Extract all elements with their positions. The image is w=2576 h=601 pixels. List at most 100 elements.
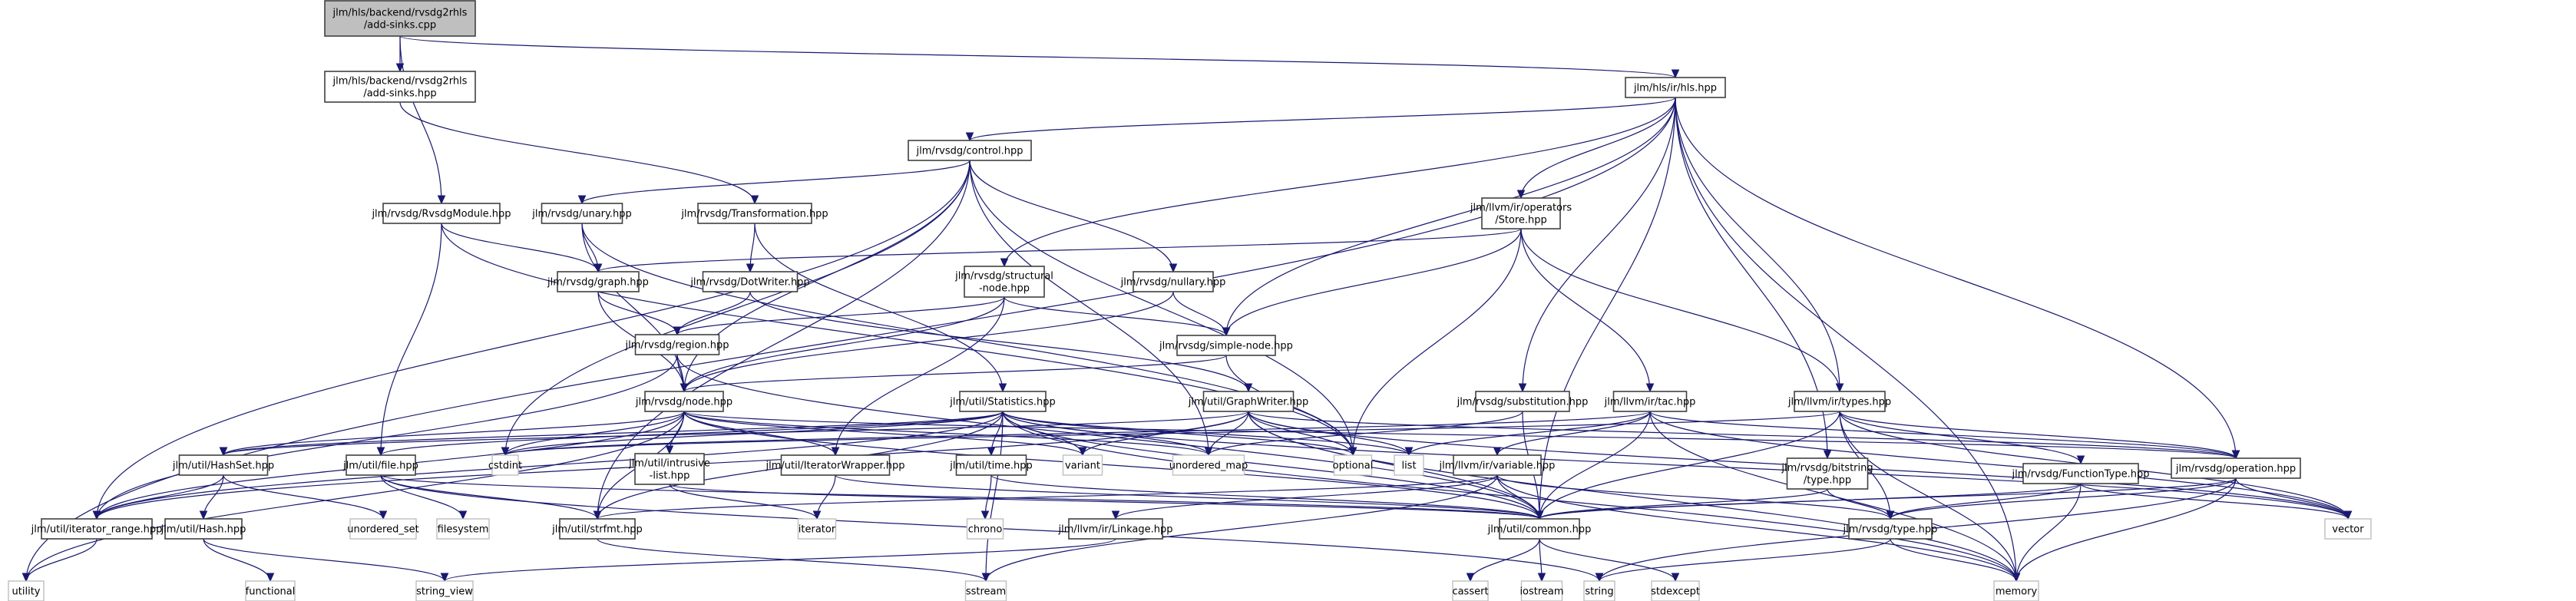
- file-node[interactable]: jlm/rvsdg/graph.hpp: [547, 271, 649, 292]
- edge-addsinks_h-to-transformation: [399, 101, 756, 204]
- file-node[interactable]: jlm/rvsdg/operation.hpp: [2171, 457, 2301, 479]
- node-label: stdexcept: [1651, 586, 1700, 598]
- file-node[interactable]: jlm/rvsdg/Transformation.hpp: [680, 203, 828, 224]
- file-node[interactable]: jlm/llvm/ir/types.hpp: [1787, 391, 1891, 412]
- node-box: [702, 271, 799, 292]
- edge-statistics-to-list: [1002, 411, 1410, 456]
- edge-tac-to-variable: [1496, 411, 1651, 456]
- file-node[interactable]: jlm/hls/ir/hls.hpp: [1625, 77, 1726, 98]
- edge-hls-to-common: [1539, 97, 1676, 520]
- arrowhead-common-to-stdexcept: [1671, 573, 1680, 583]
- arrowhead-store-to-tac: [1645, 383, 1655, 393]
- file-node[interactable]: jlm/util/intrusive-list.hpp: [628, 453, 710, 485]
- file-node[interactable]: jlm/util/time.hpp: [949, 454, 1033, 476]
- node-label: optional: [1333, 461, 1374, 472]
- file-node[interactable]: jlm/rvsdg/control.hpp: [908, 140, 1032, 161]
- edge-variable-to-rvsdgtype: [1496, 474, 1891, 520]
- node-label: utility: [12, 586, 41, 598]
- arrowhead-time-to-chrono: [980, 510, 990, 520]
- arrowhead-operation-to-rvsdgtype: [1886, 510, 1895, 520]
- edge-rvsdgmodule-to-file: [380, 223, 442, 456]
- edge-file-to-filesystem: [380, 474, 464, 520]
- node-label: jlm/rvsdg/region.hpp: [625, 340, 729, 352]
- node-box: [2324, 518, 2372, 540]
- file-node[interactable]: jlm/util/common.hpp: [1487, 518, 1592, 540]
- node-box: [1612, 391, 1688, 412]
- system-header-node: sstream: [964, 580, 1007, 601]
- edge-node-to-common: [683, 411, 1540, 520]
- edge-statistics-to-hashset: [223, 411, 1004, 456]
- file-node[interactable]: jlm/rvsdg/node.hpp: [635, 391, 732, 412]
- file-node[interactable]: jlm/llvm/ir/variable.hpp: [1439, 454, 1556, 476]
- system-header-node: variant: [1062, 454, 1103, 476]
- node-label: iostream: [1519, 586, 1563, 598]
- file-node[interactable]: jlm/hls/backend/rvsdg2rhls/add-sinks.hpp: [324, 71, 476, 103]
- arrowhead-variable-to-linkage: [1111, 510, 1120, 520]
- node-box: [1202, 391, 1295, 412]
- file-node[interactable]: jlm/util/IteratorWrapper.hpp: [766, 454, 905, 476]
- file-node[interactable]: jlm/util/GraphWriter.hpp: [1188, 391, 1308, 412]
- node-label: filesystem: [438, 524, 489, 536]
- file-node[interactable]: jlm/rvsdg/nullary.hpp: [1120, 271, 1226, 292]
- node-box: [436, 518, 490, 540]
- node-label: jlm/rvsdg/bitstring: [1781, 463, 1873, 474]
- node-label: jlm/util/HashSet.hpp: [172, 461, 274, 472]
- file-node[interactable]: jlm/llvm/ir/operators/Store.hpp: [1470, 197, 1572, 230]
- root-file-node[interactable]: jlm/hls/backend/rvsdg2rhls/add-sinks.cpp: [324, 0, 476, 37]
- system-header-node: utility: [8, 580, 45, 601]
- edge-hls-to-structural: [1004, 97, 1676, 267]
- file-node[interactable]: jlm/llvm/ir/Linkage.hpp: [1057, 518, 1173, 540]
- file-node[interactable]: jlm/util/strfmt.hpp: [551, 518, 643, 540]
- system-header-node: iostream: [1519, 580, 1564, 601]
- edge-hashset-to-iterrange: [96, 474, 224, 520]
- arrowhead-node-to-iterwrapper: [831, 447, 840, 457]
- arrowhead-hls-to-store: [1516, 190, 1526, 200]
- file-node[interactable]: jlm/rvsdg/RvsdgModule.hpp: [371, 203, 511, 224]
- system-header-node: filesystem: [436, 518, 490, 540]
- node-box: [1062, 454, 1103, 476]
- file-node[interactable]: jlm/llvm/ir/tac.hpp: [1604, 391, 1696, 412]
- file-node[interactable]: jlm/rvsdg/FunctionType.hpp: [2012, 463, 2150, 484]
- arrowhead-operation-to-common: [1535, 510, 1544, 520]
- edge-operation-to-vector: [2235, 477, 2349, 520]
- node-box: [559, 518, 636, 540]
- edge-unary-to-optional: [581, 223, 1354, 456]
- edge-bitstring-to-rvsdgtype: [1827, 488, 1891, 520]
- edge-statistics-to-file: [380, 411, 1004, 456]
- file-node[interactable]: jlm/util/Statistics.hpp: [949, 391, 1056, 412]
- file-node[interactable]: jlm/rvsdg/structural-node.hpp: [954, 266, 1053, 298]
- node-label: jlm/util/IteratorWrapper.hpp: [766, 461, 905, 472]
- file-node[interactable]: jlm/util/iterator_range.hpp: [31, 518, 163, 540]
- edge-rvsdgmodule-to-optional: [441, 223, 1354, 456]
- arrowhead-hashset-to-hash: [199, 510, 208, 520]
- file-node[interactable]: jlm/rvsdg/bitstring/type.hpp: [1781, 457, 1873, 490]
- arrowhead-types-to-operation: [2231, 450, 2240, 460]
- file-node[interactable]: jlm/util/Hash.hpp: [160, 518, 246, 540]
- arrowhead-store-to-types: [1835, 383, 1844, 393]
- node-label: jlm/llvm/ir/Linkage.hpp: [1057, 524, 1172, 536]
- node-box: [2022, 463, 2139, 484]
- file-node[interactable]: jlm/rvsdg/region.hpp: [625, 334, 729, 355]
- node-label: functional: [246, 586, 296, 598]
- file-node[interactable]: jlm/util/HashSet.hpp: [172, 454, 274, 476]
- arrowhead-root-to-rvsdgmodule: [437, 195, 446, 205]
- arrowhead-node-to-intrusive: [665, 445, 674, 455]
- node-box: [382, 203, 501, 224]
- arrowhead-iterwrapper-to-iterator: [812, 510, 822, 520]
- arrowhead-operation-to-vector: [2343, 510, 2353, 520]
- file-node[interactable]: jlm/rvsdg/DotWriter.hpp: [689, 271, 810, 292]
- edge-hls-to-store: [1520, 97, 1676, 199]
- file-node[interactable]: jlm/rvsdg/substitution.hpp: [1457, 391, 1589, 412]
- edge-control-to-nullary: [969, 160, 1174, 272]
- edge-hash-to-string_view: [203, 538, 445, 582]
- file-node[interactable]: jlm/util/file.hpp: [342, 454, 418, 476]
- edge-bitstring-to-common: [1539, 488, 1828, 520]
- arrowhead-transformation-to-dotwriter: [746, 263, 755, 273]
- file-node[interactable]: jlm/rvsdg/simple-node.hpp: [1159, 335, 1293, 356]
- edge-tac-to-memory: [1649, 411, 2017, 582]
- node-label: jlm/rvsdg/DotWriter.hpp: [689, 277, 809, 289]
- edge-structural-to-node: [683, 296, 1005, 392]
- edge-unary-to-node: [581, 223, 685, 392]
- file-node[interactable]: jlm/rvsdg/type.hpp: [1843, 518, 1938, 540]
- file-node[interactable]: jlm/rvsdg/unary.hpp: [531, 203, 632, 224]
